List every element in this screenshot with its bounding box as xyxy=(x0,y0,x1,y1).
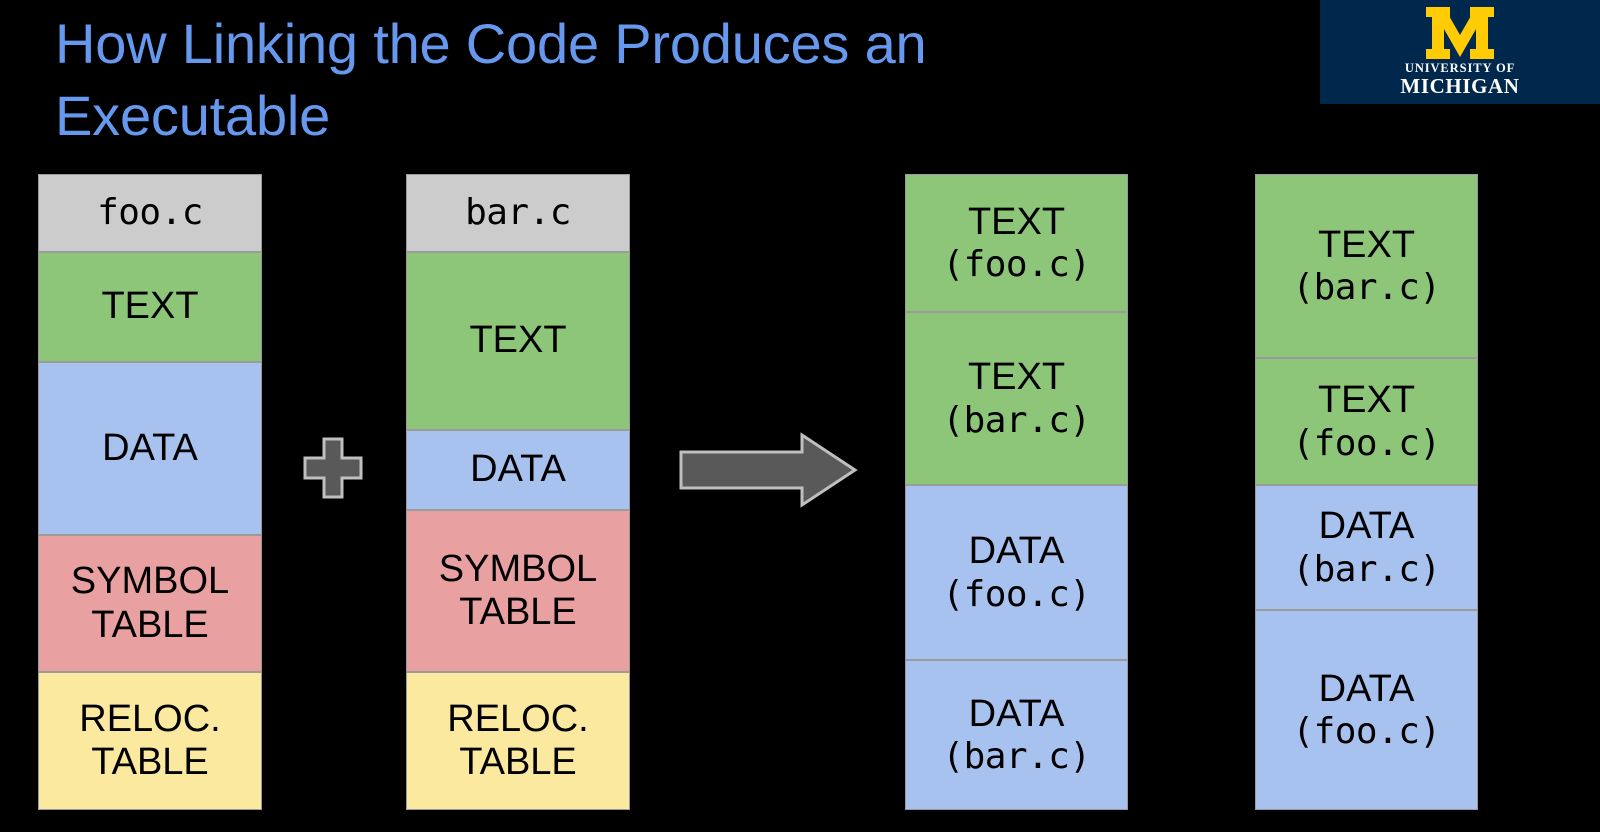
segment-label: (bar.c) xyxy=(942,399,1091,441)
segment-label: SYMBOL xyxy=(438,547,598,590)
segment-label: TABLE xyxy=(91,603,209,646)
segment-label: TABLE xyxy=(91,741,209,783)
segment-label: SYMBOL xyxy=(70,560,230,603)
right-arrow-icon xyxy=(679,432,858,508)
reloc-table-section: RELOC.TABLE xyxy=(406,672,630,810)
segment-label: (foo.c) xyxy=(1292,711,1441,753)
text-bar-section: TEXT(bar.c) xyxy=(905,312,1128,485)
segment-label: DATA xyxy=(102,426,198,469)
segment-label: foo.c xyxy=(97,192,203,234)
data-foo-section: DATA(foo.c) xyxy=(1255,610,1478,810)
data-section: DATA xyxy=(38,362,262,535)
data-bar-section: DATA(bar.c) xyxy=(1255,485,1478,610)
data-section: DATA xyxy=(406,430,630,510)
text-foo-section: TEXT(foo.c) xyxy=(1255,358,1478,485)
page-title: How Linking the Code Produces an Executa… xyxy=(55,12,927,147)
segment-label: (foo.c) xyxy=(942,573,1091,615)
data-foo-section: DATA(foo.c) xyxy=(905,485,1128,660)
text-section: TEXT xyxy=(406,252,630,430)
segment-label: bar.c xyxy=(465,192,571,234)
segment-label: TEXT xyxy=(101,285,199,328)
segment-label: (bar.c) xyxy=(1292,267,1441,309)
reloc-table-section: RELOC.TABLE xyxy=(38,672,262,810)
data-bar-section: DATA(bar.c) xyxy=(905,660,1128,810)
text-section: TEXT xyxy=(38,252,262,362)
logo-university-text: UNIVERSITY OF xyxy=(1404,61,1516,75)
plus-icon xyxy=(303,437,363,499)
segment-label: TEXT xyxy=(469,319,567,362)
segment-label: TEXT xyxy=(1317,379,1416,422)
segment-label: DATA xyxy=(968,530,1065,573)
block-m-icon xyxy=(1426,7,1494,59)
segment-label: TEXT xyxy=(967,200,1066,243)
segment-label: (foo.c) xyxy=(942,244,1091,286)
logo-michigan-text: MICHIGAN xyxy=(1400,73,1520,98)
file-name-bar: bar.c xyxy=(406,174,630,252)
text-bar-section: TEXT(bar.c) xyxy=(1255,174,1478,358)
segment-label: DATA xyxy=(1318,505,1415,548)
segment-label: TEXT xyxy=(967,356,1066,399)
segment-label: RELOC. xyxy=(79,697,221,740)
executable-layout-b: TEXT(bar.c)TEXT(foo.c)DATA(bar.c)DATA(fo… xyxy=(1255,174,1478,810)
file-name-foo: foo.c xyxy=(38,174,262,252)
segment-label: TABLE xyxy=(459,741,577,783)
segment-label: RELOC. xyxy=(447,697,589,740)
segment-label: (bar.c) xyxy=(942,736,1091,778)
segment-label: TEXT xyxy=(1317,223,1416,266)
segment-label: (foo.c) xyxy=(1292,422,1441,464)
segment-label: DATA xyxy=(968,692,1065,735)
text-foo-section: TEXT(foo.c) xyxy=(905,174,1128,312)
university-of-michigan-logo: UNIVERSITY OF MICHIGAN xyxy=(1320,0,1600,104)
executable-layout-a: TEXT(foo.c)TEXT(bar.c)DATA(foo.c)DATA(ba… xyxy=(905,174,1128,810)
segment-label: TABLE xyxy=(459,591,577,633)
segment-label: (bar.c) xyxy=(1292,548,1441,590)
segment-label: DATA xyxy=(1318,667,1415,710)
segment-label: DATA xyxy=(470,448,566,491)
